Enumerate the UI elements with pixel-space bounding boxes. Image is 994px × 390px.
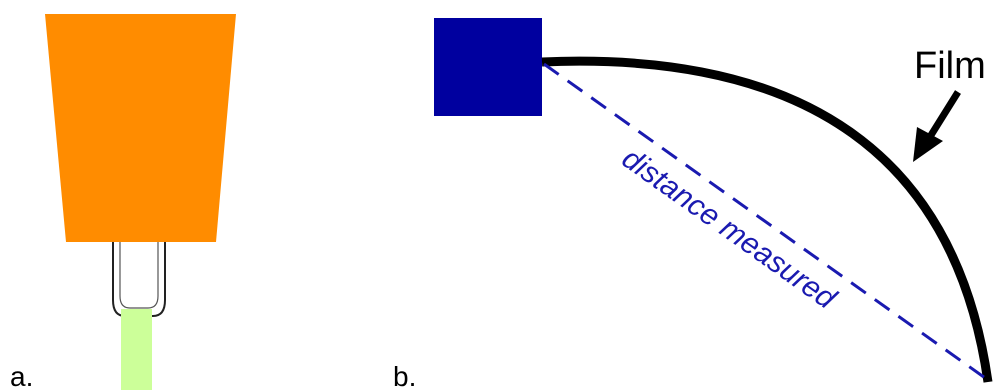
panel-b-label: b.: [393, 361, 416, 390]
film-arrow-head: [913, 127, 943, 162]
panel-b: distance measured Film b.: [393, 18, 993, 390]
panel-a: a.: [10, 14, 236, 390]
film-arrow-shaft: [925, 90, 961, 142]
sample-holder: [45, 14, 236, 242]
sample-rod: [121, 309, 152, 390]
distance-label: distance measured: [616, 142, 843, 316]
film-label: Film: [914, 45, 986, 87]
wire-clip-inner: [119, 242, 159, 309]
distance-line: [543, 62, 989, 382]
film-arrow: [913, 90, 961, 162]
wire-clip: [112, 242, 166, 317]
panel-a-label: a.: [10, 361, 33, 390]
film-arc: [541, 56, 993, 383]
source-square: [434, 18, 542, 116]
